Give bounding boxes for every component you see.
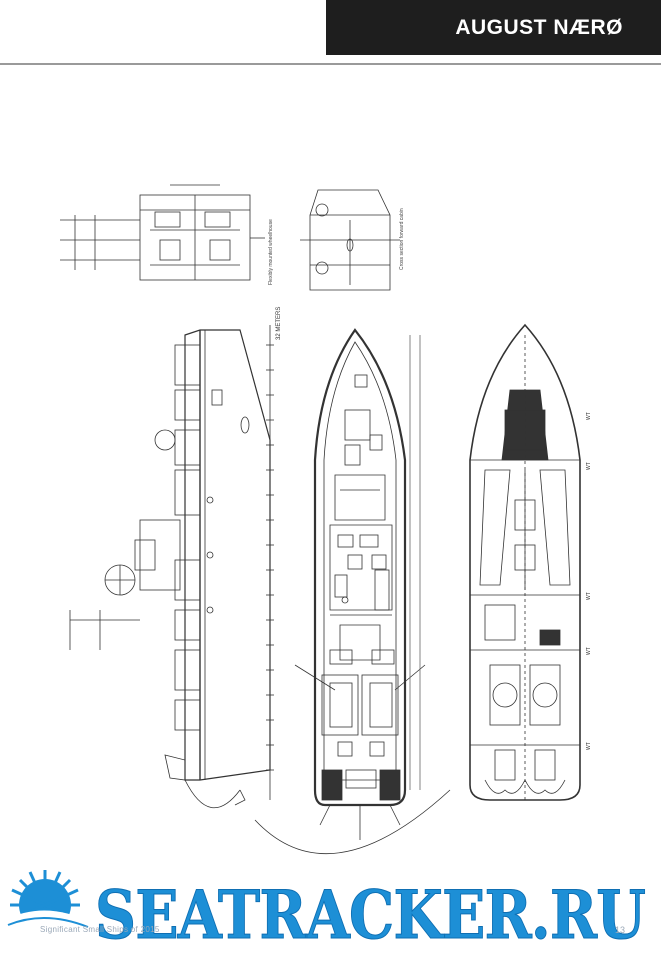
section-wheelhouse-drawing: [60, 184, 265, 281]
page-title: AUGUST NÆRØ: [455, 15, 623, 39]
scale-label: 32 METERS: [276, 307, 282, 340]
sun-logo-icon: [5, 870, 90, 945]
header-divider: [0, 63, 661, 65]
footer-publication: Significant Small Ships of 2015: [40, 925, 160, 934]
page-number: 13: [615, 925, 626, 935]
section-wheelhouse-label: Flexibly mounted wheelhouse: [268, 219, 274, 285]
compartment-label: WT: [586, 742, 592, 750]
lower-deck-plan-drawing: [469, 323, 581, 801]
page-title-bar: AUGUST NÆRØ: [326, 0, 661, 55]
compartment-label: WT: [586, 647, 592, 655]
compartment-label: WT: [586, 412, 592, 420]
compartment-label: WT: [586, 592, 592, 600]
compartment-label: WT: [586, 462, 592, 470]
section-forward-cabin-label: Cross section forward cabin: [399, 208, 405, 270]
section-forward-cabin-drawing: [300, 189, 400, 291]
profile-view-drawing: [69, 329, 271, 808]
watermark: SEATRACKER.RU: [5, 870, 647, 955]
main-deck-plan-drawing: [254, 328, 451, 855]
scale-ticks: [266, 344, 274, 771]
watermark-text: SEATRACKER.RU: [95, 876, 645, 954]
